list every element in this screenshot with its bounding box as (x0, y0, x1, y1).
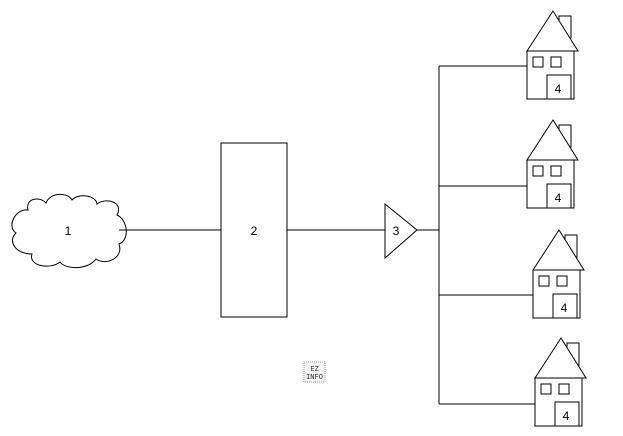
amplifier-node: 3 (384, 202, 418, 260)
house-label: 4 (563, 409, 570, 423)
window-left (540, 383, 552, 395)
window-right (550, 165, 562, 177)
window-left (532, 165, 544, 177)
logo-frame (303, 361, 326, 383)
cloud-node: 1 (11, 193, 127, 269)
house-4: 4 (534, 337, 587, 427)
door (554, 401, 580, 427)
house-2: 4 (526, 119, 579, 209)
house-3: 4 (532, 229, 585, 319)
cloud-shape (11, 193, 127, 269)
house-1: 4 (526, 10, 579, 100)
headend-label: 2 (251, 224, 258, 238)
logo-line-1: EZ (310, 365, 318, 373)
amplifier-label: 3 (393, 224, 400, 238)
door (546, 74, 572, 100)
window-left (538, 275, 550, 287)
watermark-logo: EZ INFO (303, 361, 326, 383)
headend-box: 2 (220, 142, 288, 318)
window-right (550, 56, 562, 68)
house-label: 4 (555, 191, 562, 205)
door (552, 293, 578, 319)
amplifier-triangle (384, 202, 418, 260)
house-label: 4 (561, 301, 568, 315)
logo-line-2: INFO (306, 373, 323, 381)
headend-rect (220, 142, 288, 318)
house-label: 4 (555, 82, 562, 96)
window-right (558, 383, 570, 395)
cloud-label: 1 (65, 224, 72, 238)
door (546, 183, 572, 209)
window-left (532, 56, 544, 68)
window-right (556, 275, 568, 287)
